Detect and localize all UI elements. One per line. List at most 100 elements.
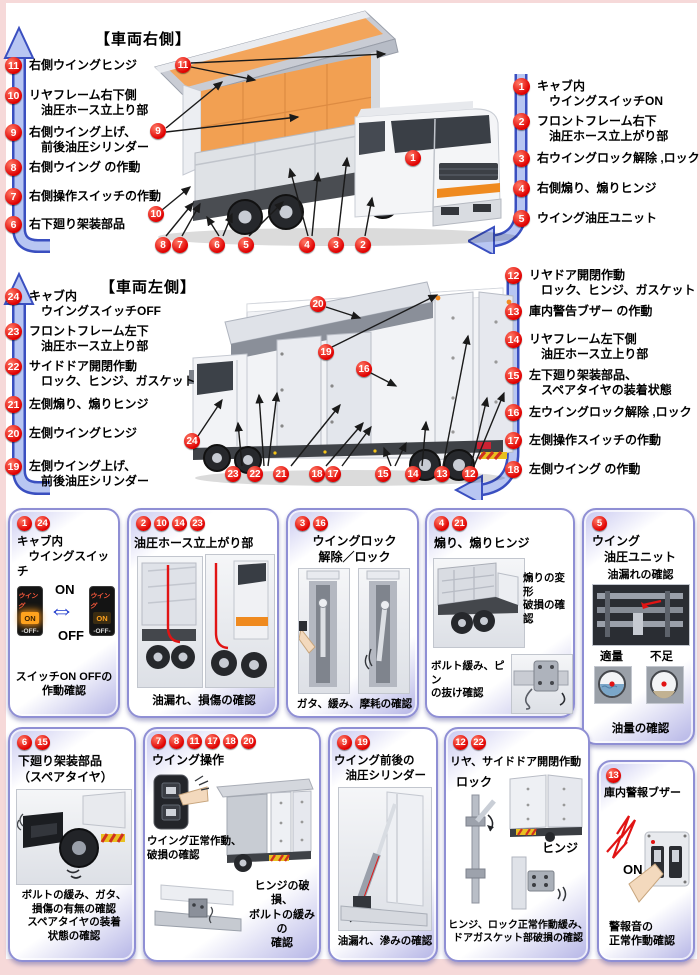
panel-title: 下廻り架装部品 （スペアタイヤ） — [18, 754, 113, 784]
callout-badge: 7 — [172, 237, 188, 253]
step-label: 右側ウイングヒンジ — [29, 58, 138, 72]
panel-cylinder: 9 19 ウイング前後の 油圧シリンダー 油漏れ、滲みの確認 — [328, 727, 438, 962]
step-label: キャブ内 ウイングスイッチON — [537, 79, 664, 108]
callout-badge: 11 — [175, 57, 191, 73]
callout-badge: 24 — [184, 433, 200, 449]
step-badge: 7 — [5, 188, 22, 205]
step-badge: 14 — [505, 331, 522, 348]
panel-wing-lock: 3 16 ウイングロック 解除／ロック ガタ、緩み、摩耗の確認 — [286, 508, 419, 718]
step-badge: 15 — [35, 735, 50, 750]
list-item: 11 右側ウイングヒンジ — [5, 57, 137, 74]
callout-badge: 10 — [148, 206, 164, 222]
step-label: 右側操作スイッチの作動 — [29, 189, 162, 203]
step-badge: 4 — [513, 180, 530, 197]
lock-caption: ロック — [456, 775, 493, 789]
callout-badge: 17 — [325, 466, 341, 482]
callout-badge: 13 — [434, 466, 450, 482]
step-label: 右下廻り架装部品 — [29, 217, 126, 231]
section-title-left-side: 【車両左側】 — [100, 279, 197, 296]
callout-badge: 20 — [310, 296, 326, 312]
step-label: 左ウイングロック解除 ,ロック — [529, 405, 692, 419]
step-badge: 5 — [513, 210, 530, 227]
step-badge: 2 — [513, 113, 530, 130]
panel-buzzer: 13 庫内警報ブザー ON 警報音の 正常作動確認 — [597, 760, 695, 962]
step-badge: 8 — [169, 734, 184, 749]
callout-badge: 18 — [309, 466, 325, 482]
wing-switch-on-illustration: ウイング ON -OFF- — [17, 586, 43, 636]
step-badge: 3 — [295, 516, 310, 531]
step-badge: 11 — [187, 734, 202, 749]
step-label: 左側煽り、煽りヒンジ — [29, 397, 149, 411]
step-badge: 12 — [505, 267, 522, 284]
panel-title: キャブ内 ウイングスイッチ — [17, 536, 109, 578]
panel-title: 油圧ホース立上がり部 — [134, 536, 254, 550]
callout-badge: 6 — [209, 237, 225, 253]
panel-note: 油量の確認 — [611, 723, 670, 735]
step-label: 左側ウイング上げ、 前後油圧シリンダー — [29, 459, 150, 488]
hyd-unit-photo — [592, 584, 690, 646]
lock-photo-release — [298, 568, 350, 694]
step-label: フロントフレーム左下 油圧ホース立上り部 — [29, 324, 149, 353]
step-label: 右側煽り、煽りヒンジ — [537, 181, 657, 195]
panel-cab-switch: 1 24 キャブ内 ウイングスイッチ ウイング ON -OFF- ON ⇔ OF… — [8, 508, 120, 718]
step-badge: 22 — [5, 358, 22, 375]
hinge-caption: ヒンジの破損、 ボルトの緩みの 確認 — [249, 880, 315, 950]
step-label: 左側ウイングヒンジ — [29, 426, 138, 440]
step-badge: 15 — [505, 367, 522, 384]
wing-truck-photo — [209, 769, 317, 873]
off-label: OFF — [58, 628, 84, 643]
gauge-low-label: 不足 — [650, 651, 673, 663]
step-badge: 8 — [5, 159, 22, 176]
door-lock-rod-photo — [454, 791, 498, 907]
step-badge: 14 — [172, 516, 187, 531]
step-badge: 18 — [505, 461, 522, 478]
bolt-caption: ボルト緩み、ピン の抜け確認 — [431, 660, 505, 700]
step-label: キャブ内 ウイングスイッチOFF — [29, 289, 161, 318]
step-badge: 21 — [5, 396, 22, 413]
panel-note: 警報音の 正常作動確認 — [609, 921, 675, 948]
hinge-caption: ヒンジ — [542, 841, 579, 855]
step-badge: 11 — [5, 57, 22, 74]
step-badge: 1 — [513, 78, 530, 95]
step-badge: 16 — [505, 404, 522, 421]
buzzer-switch-photo — [603, 806, 693, 916]
callout-badge: 12 — [462, 466, 478, 482]
step-badge: 19 — [5, 458, 22, 475]
panel-title: ウイング 油圧ユニット — [592, 534, 677, 564]
step-badge: 7 — [151, 734, 166, 749]
list-item: 16 左ウイングロック解除 ,ロック — [505, 404, 692, 421]
step-badge: 9 — [5, 124, 22, 141]
step-badge: 3 — [513, 150, 530, 167]
step-badge: 22 — [471, 735, 486, 750]
panel-wing-op: 7 8 11 17 18 20 ウイング操作 — [143, 727, 321, 962]
step-badge: 13 — [606, 768, 621, 783]
list-item: 18 左側ウイング の作動 — [505, 461, 640, 478]
step-badge: 20 — [241, 734, 256, 749]
callout-badge: 4 — [299, 237, 315, 253]
panel-doors: 12 22 リヤ、サイドドア開閉作動 ロック ヒンジ — [444, 727, 590, 962]
callout-badge: 14 — [405, 466, 421, 482]
step-label: リヤフレーム左下側 油圧ホース立上り部 — [529, 332, 649, 361]
panel-title: 煽り、煽りヒンジ — [434, 536, 530, 550]
step-badge: 6 — [17, 735, 32, 750]
step-badge: 19 — [355, 735, 370, 750]
panel-note: ヒンジ、ロック正常作動緩み、 ドアガスケット部破損の確認 — [448, 920, 588, 944]
normal-op-caption: ウイング正常作動、 破損の確認 — [147, 835, 242, 861]
list-item: 1 キャブ内 ウイングスイッチON — [513, 78, 663, 109]
callout-badge: 19 — [318, 344, 334, 360]
on-caption: ON — [623, 862, 643, 877]
lock-photo-lock — [358, 568, 410, 694]
step-label: ウイング油圧ユニット — [537, 211, 658, 225]
switch-hand-photo — [151, 773, 209, 831]
step-label: 左側ウイング の作動 — [529, 462, 641, 476]
on-label: ON — [55, 582, 75, 597]
hose-photo-front — [205, 554, 275, 688]
deform-caption: 煽りの変形 破損の確認 — [523, 572, 565, 625]
step-badge: 21 — [452, 516, 467, 531]
